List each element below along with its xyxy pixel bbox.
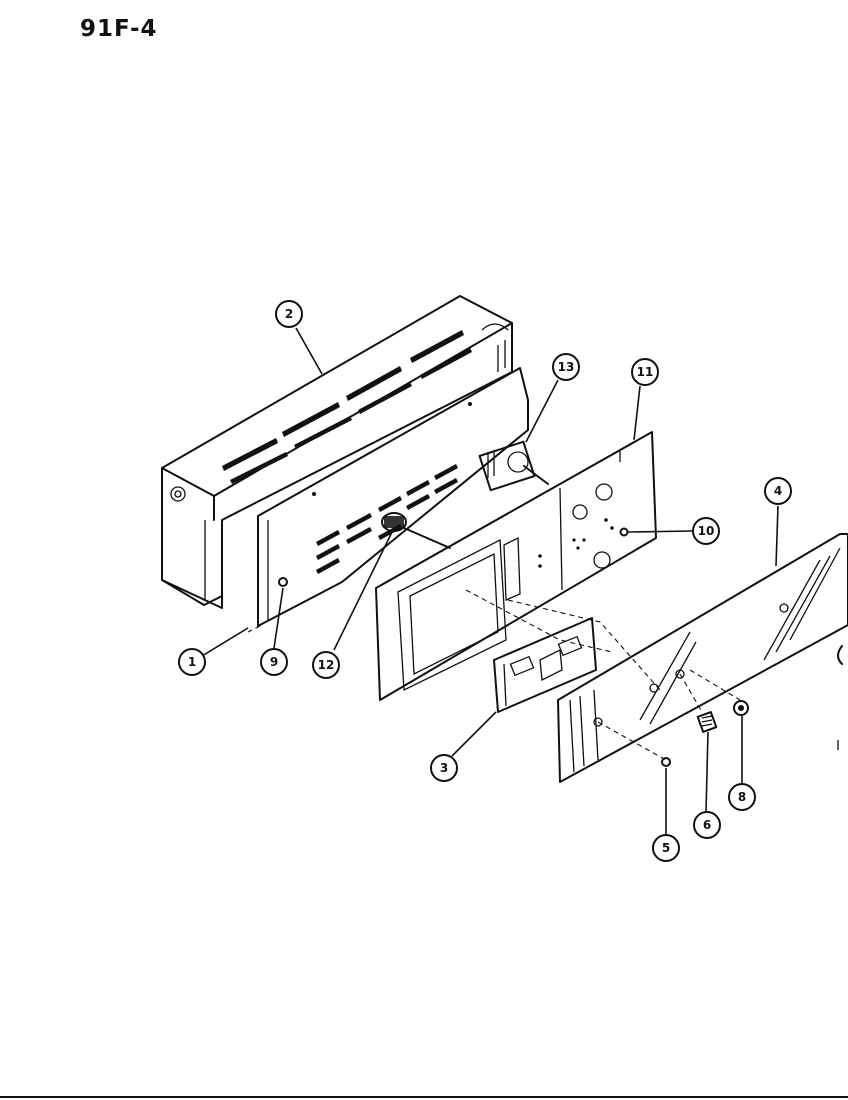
svg-text:6: 6 xyxy=(703,818,711,832)
bracket-part-3 xyxy=(493,617,597,713)
svg-text:1: 1 xyxy=(188,655,196,669)
callout-10: 10 xyxy=(692,517,720,545)
back-plate xyxy=(257,367,529,627)
rear-housing-cover xyxy=(161,295,513,609)
screw-part-10 xyxy=(619,527,629,537)
callout-6: 6 xyxy=(693,811,721,839)
svg-text:5: 5 xyxy=(662,841,670,855)
callout-1: 1 xyxy=(178,648,206,676)
callout-9: 9 xyxy=(260,648,288,676)
svg-text:9: 9 xyxy=(270,655,278,669)
bottom-rule xyxy=(0,1096,848,1098)
svg-text:11: 11 xyxy=(637,365,654,379)
callout-13: 13 xyxy=(552,353,580,381)
callout-12: 12 xyxy=(312,651,340,679)
svg-text:2: 2 xyxy=(285,307,293,321)
svg-text:12: 12 xyxy=(318,658,335,672)
connector-part-12 xyxy=(381,512,451,549)
switch-part-13 xyxy=(478,440,549,492)
page-code: 91F-4 xyxy=(80,16,158,42)
spring-part-6 xyxy=(696,711,718,733)
control-panel-part-11 xyxy=(375,431,657,701)
leader-lines xyxy=(201,327,779,836)
callout-4: 4 xyxy=(764,477,792,505)
svg-text:3: 3 xyxy=(440,761,448,775)
cropped-part-edge xyxy=(837,645,843,665)
callout-8: 8 xyxy=(728,783,756,811)
callout-5: 5 xyxy=(652,834,680,862)
screw-part-9 xyxy=(278,577,288,587)
screw-part-5 xyxy=(661,757,671,767)
callout-2: 2 xyxy=(275,300,303,328)
assembly-lines xyxy=(247,589,741,761)
knob-part-8 xyxy=(733,700,749,716)
svg-text:8: 8 xyxy=(738,790,746,804)
callout-11: 11 xyxy=(631,358,659,386)
glass-panel-part-4 xyxy=(557,533,848,783)
svg-text:4: 4 xyxy=(774,484,782,498)
svg-text:10: 10 xyxy=(698,524,715,538)
svg-text:13: 13 xyxy=(558,360,575,374)
callout-3: 3 xyxy=(430,754,458,782)
